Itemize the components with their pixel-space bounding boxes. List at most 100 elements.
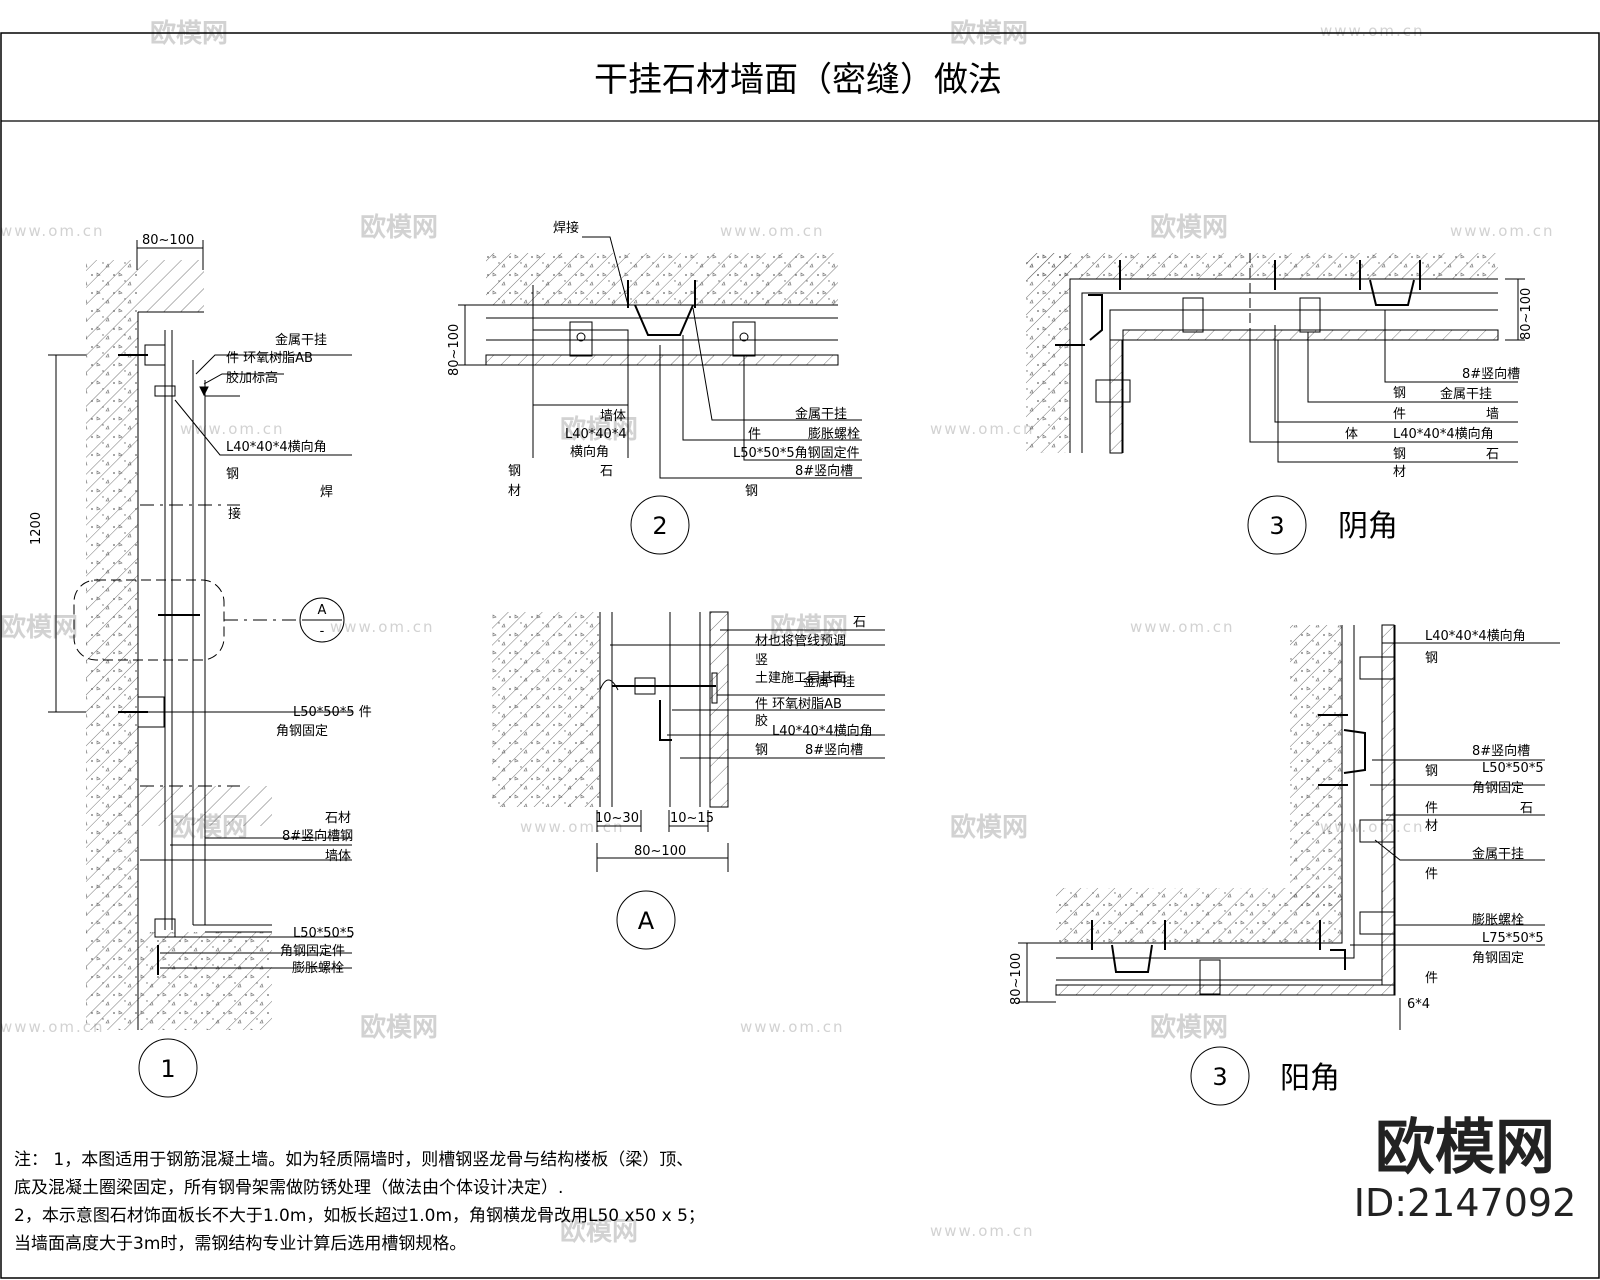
- label-angle: L40*40*4横向角: [226, 439, 327, 455]
- label-part: 件: [748, 427, 761, 442]
- detail-3a-marker: [1247, 495, 1307, 555]
- label-part: 件: [1393, 407, 1406, 422]
- sheet-title: 干挂石材墙面（密缝）做法: [594, 60, 1002, 100]
- label-steel-2: 钢: [745, 484, 758, 499]
- label-angle-fix: L50*50*5角钢固定件: [733, 446, 860, 461]
- bracket-icon: [732, 321, 756, 357]
- label-channel: 8#竖向槽: [1462, 366, 1520, 382]
- label-bolt: 膨胀螺栓: [808, 427, 860, 442]
- watermark-text: 欧模网: [1150, 1012, 1228, 1043]
- detail-a-marker: [616, 890, 676, 950]
- note-line-1: 注： 1，本图适用于钢筋混凝土墙。如为轻质隔墙时，则槽钢竖龙骨与结构楼板（梁）顶…: [14, 1150, 694, 1170]
- label-steel: 钢: [1393, 386, 1406, 401]
- sheet-frame: [0, 32, 1600, 1279]
- label-fixing: 角钢固定件: [280, 944, 345, 959]
- watermark-text: 欧模网: [360, 212, 438, 243]
- label-material: 材: [508, 484, 521, 499]
- label-part-3: 件: [1425, 971, 1438, 986]
- watermark-url: www.om.cn: [330, 618, 435, 636]
- watermarks: 欧模网 欧模网 www.om.cn 欧模网 欧模网 www.om.cn www.…: [0, 18, 1555, 1247]
- bracket-icon: [1199, 959, 1221, 995]
- watermark-url: www.om.cn: [1320, 22, 1425, 40]
- watermark-url: www.om.cn: [1450, 222, 1555, 240]
- watermark-url: www.om.cn: [1130, 618, 1235, 636]
- label-l50: L50*50*5: [1482, 761, 1544, 776]
- label-part-2: 件: [1425, 867, 1438, 882]
- label-angle-fix-2: 角钢固定: [276, 724, 328, 739]
- detail-3a-number: 3: [1269, 512, 1284, 540]
- label-weld: 焊接: [553, 220, 579, 236]
- label-channel: 8#竖向槽: [795, 463, 853, 479]
- label-base: 土建施工层基面: [755, 671, 846, 686]
- detail-2-marker: [630, 495, 690, 555]
- svg-text:-: -: [320, 624, 325, 639]
- watermark-url: www.om.cn: [1320, 818, 1425, 836]
- watermark-url: www.om.cn: [180, 420, 285, 438]
- detail-3a-caption: 阴角: [1338, 509, 1398, 544]
- watermark-text: 欧模网: [560, 414, 638, 445]
- angle-bracket-icon: [154, 385, 176, 397]
- label-steel: 钢: [226, 467, 239, 482]
- bracket-icon: [569, 321, 593, 357]
- detail-3b-number: 3: [1212, 1063, 1227, 1091]
- label-glue: 胶: [755, 713, 768, 729]
- label-channel: 8#竖向槽: [1472, 743, 1530, 759]
- label-wall: 墙体: [325, 849, 351, 864]
- watermark-text: 欧模网: [1150, 212, 1228, 243]
- angle-bracket-icon: [154, 918, 176, 938]
- detail-3-outside-corner: 80~100 L40*40*4横向角 钢 8#竖向槽 钢 L50*50*5 角钢…: [1009, 624, 1560, 1106]
- label-pipe: 材也将管线预调: [755, 634, 846, 649]
- dim-80-100: 80~100: [634, 844, 686, 859]
- watermark-text: 欧模网: [0, 612, 78, 643]
- label-l40: L40*40*4: [565, 427, 627, 442]
- watermark-text: 欧模网: [360, 1012, 438, 1043]
- notes-block: 注： 1，本图适用于钢筋混凝土墙。如为轻质隔墙时，则槽钢竖龙骨与结构楼板（梁）顶…: [14, 1146, 974, 1258]
- dim-10-30: 10~30: [595, 811, 639, 826]
- callout-label: A: [318, 603, 327, 618]
- label-vertical: 竖: [755, 653, 768, 668]
- watermark-url: www.om.cn: [930, 1222, 1035, 1240]
- label-metal-hanger: 金属干挂: [1440, 386, 1492, 402]
- bolt-icon: [612, 672, 718, 704]
- label-wall: 墙体: [600, 409, 626, 424]
- label-material: 材: [1393, 465, 1406, 480]
- label-stone: 石: [1520, 801, 1533, 816]
- label-angle-fix: 角钢固定: [1472, 781, 1524, 796]
- bracket-icon: [1095, 379, 1131, 403]
- label-angle-fix-2: 角钢固定: [1472, 951, 1524, 966]
- label-metal-hanger: 金属干挂: [1472, 846, 1524, 862]
- label-angle-fix: L50*50*5 件: [293, 705, 372, 720]
- detail-a: 10~30 10~15 80~100 石 材也将管线预调 竖 土建施工层基面 金…: [492, 611, 885, 950]
- watermark-text: 欧模网: [560, 1216, 638, 1247]
- detail-1-number: 1: [160, 1055, 175, 1083]
- detail-3b-caption: 阳角: [1280, 1061, 1340, 1096]
- detail-1-marker: [138, 1038, 198, 1098]
- detail-a-number: A: [638, 907, 655, 935]
- watermark-url: www.om.cn: [0, 222, 105, 240]
- label-steel: 钢: [755, 743, 768, 758]
- bracket-icon: [1359, 656, 1395, 680]
- label-joint: 接: [228, 506, 241, 522]
- label-bolt: 膨胀螺栓: [1472, 913, 1524, 928]
- label-stone: 石材: [325, 811, 351, 826]
- watermark-text: 欧模网: [950, 812, 1028, 843]
- label-l50: L50*50*5: [293, 926, 355, 941]
- label-angle: L40*40*4横向角: [772, 723, 873, 739]
- label-channel: 8#竖向槽钢: [282, 828, 353, 844]
- label-epoxy: 件 环氧树脂AB: [755, 697, 842, 712]
- label-angle: L40*40*4横向角: [1393, 426, 1494, 442]
- label-metal-hanger: 金属干挂: [795, 406, 847, 422]
- label-stone: 石: [853, 615, 866, 630]
- label-steel-2: 钢: [1425, 764, 1438, 779]
- label-gap: 6*4: [1407, 997, 1430, 1012]
- dim-80-100: 80~100: [447, 324, 462, 376]
- note-line-2: 底及混凝土圈梁固定，所有钢骨架需做防锈处理（做法由个体设计决定）.: [14, 1178, 564, 1198]
- label-steel: 钢: [1425, 651, 1438, 666]
- label-steel-2: 钢: [1393, 447, 1406, 462]
- label-part: 件: [1425, 801, 1438, 816]
- bracket-icon: [1359, 911, 1395, 935]
- dim-1200: 1200: [29, 512, 44, 545]
- watermark-url: www.om.cn: [930, 420, 1035, 438]
- callout-circle-a: [299, 597, 345, 643]
- watermark-text: 欧模网: [770, 612, 848, 643]
